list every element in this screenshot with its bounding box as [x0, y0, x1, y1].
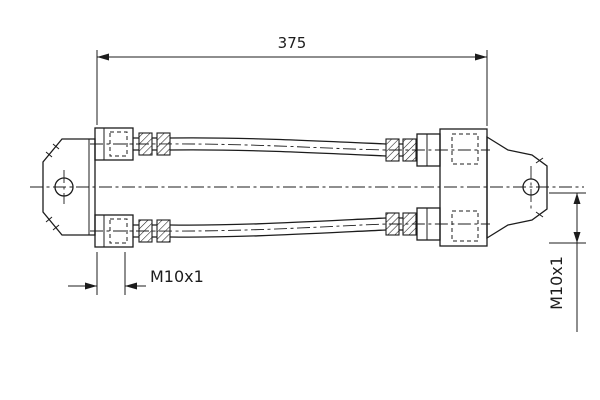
top-hose-upper-edge — [133, 137, 417, 145]
right-bottom-thread-bore — [451, 210, 479, 242]
right-bracket-break-tick — [535, 157, 544, 164]
dimension-overall-length: 375 — [96, 34, 488, 126]
left-bracket-break-tick — [45, 151, 53, 158]
right-thread-label: M10x1 — [547, 256, 566, 310]
arrowhead-left-pointing — [125, 282, 137, 290]
centerlines — [30, 143, 584, 232]
arrowhead-down-pointing — [573, 232, 581, 243]
dimension-right-thread: M10x1 — [547, 192, 586, 332]
right-bracket-break-tick — [535, 211, 544, 218]
left-bracket-break-tick — [52, 143, 60, 150]
bottom-hose-upper-edge — [133, 217, 417, 226]
crimp-sleeves — [138, 132, 417, 243]
hidden-thread-bores — [109, 131, 479, 244]
right-mounting-bracket — [486, 135, 548, 240]
right-bracket-plate — [486, 135, 548, 240]
arrowhead-left — [97, 53, 109, 61]
top-hose-centerline — [90, 143, 490, 151]
arrowhead-right-pointing — [85, 282, 97, 290]
hoses — [133, 137, 417, 238]
right-top-thread-bore — [451, 133, 479, 165]
left-thread-label: M10x1 — [150, 267, 204, 286]
left-bracket-break-tick — [52, 224, 60, 231]
left-top-thread-bore — [109, 131, 128, 157]
bottom-hose-lower-edge — [133, 229, 417, 238]
right-fitting-block — [439, 128, 488, 247]
dimension-left-thread: M10x1 — [68, 252, 204, 295]
arrowhead-right — [475, 53, 487, 61]
top-hose-lower-edge — [133, 149, 417, 157]
left-bracket-break-tick — [45, 216, 53, 223]
arrowhead-up-pointing — [573, 193, 581, 204]
bottom-hose-centerline — [90, 223, 490, 232]
left-bottom-thread-bore — [109, 218, 128, 244]
length-dimension-label: 375 — [278, 34, 307, 52]
